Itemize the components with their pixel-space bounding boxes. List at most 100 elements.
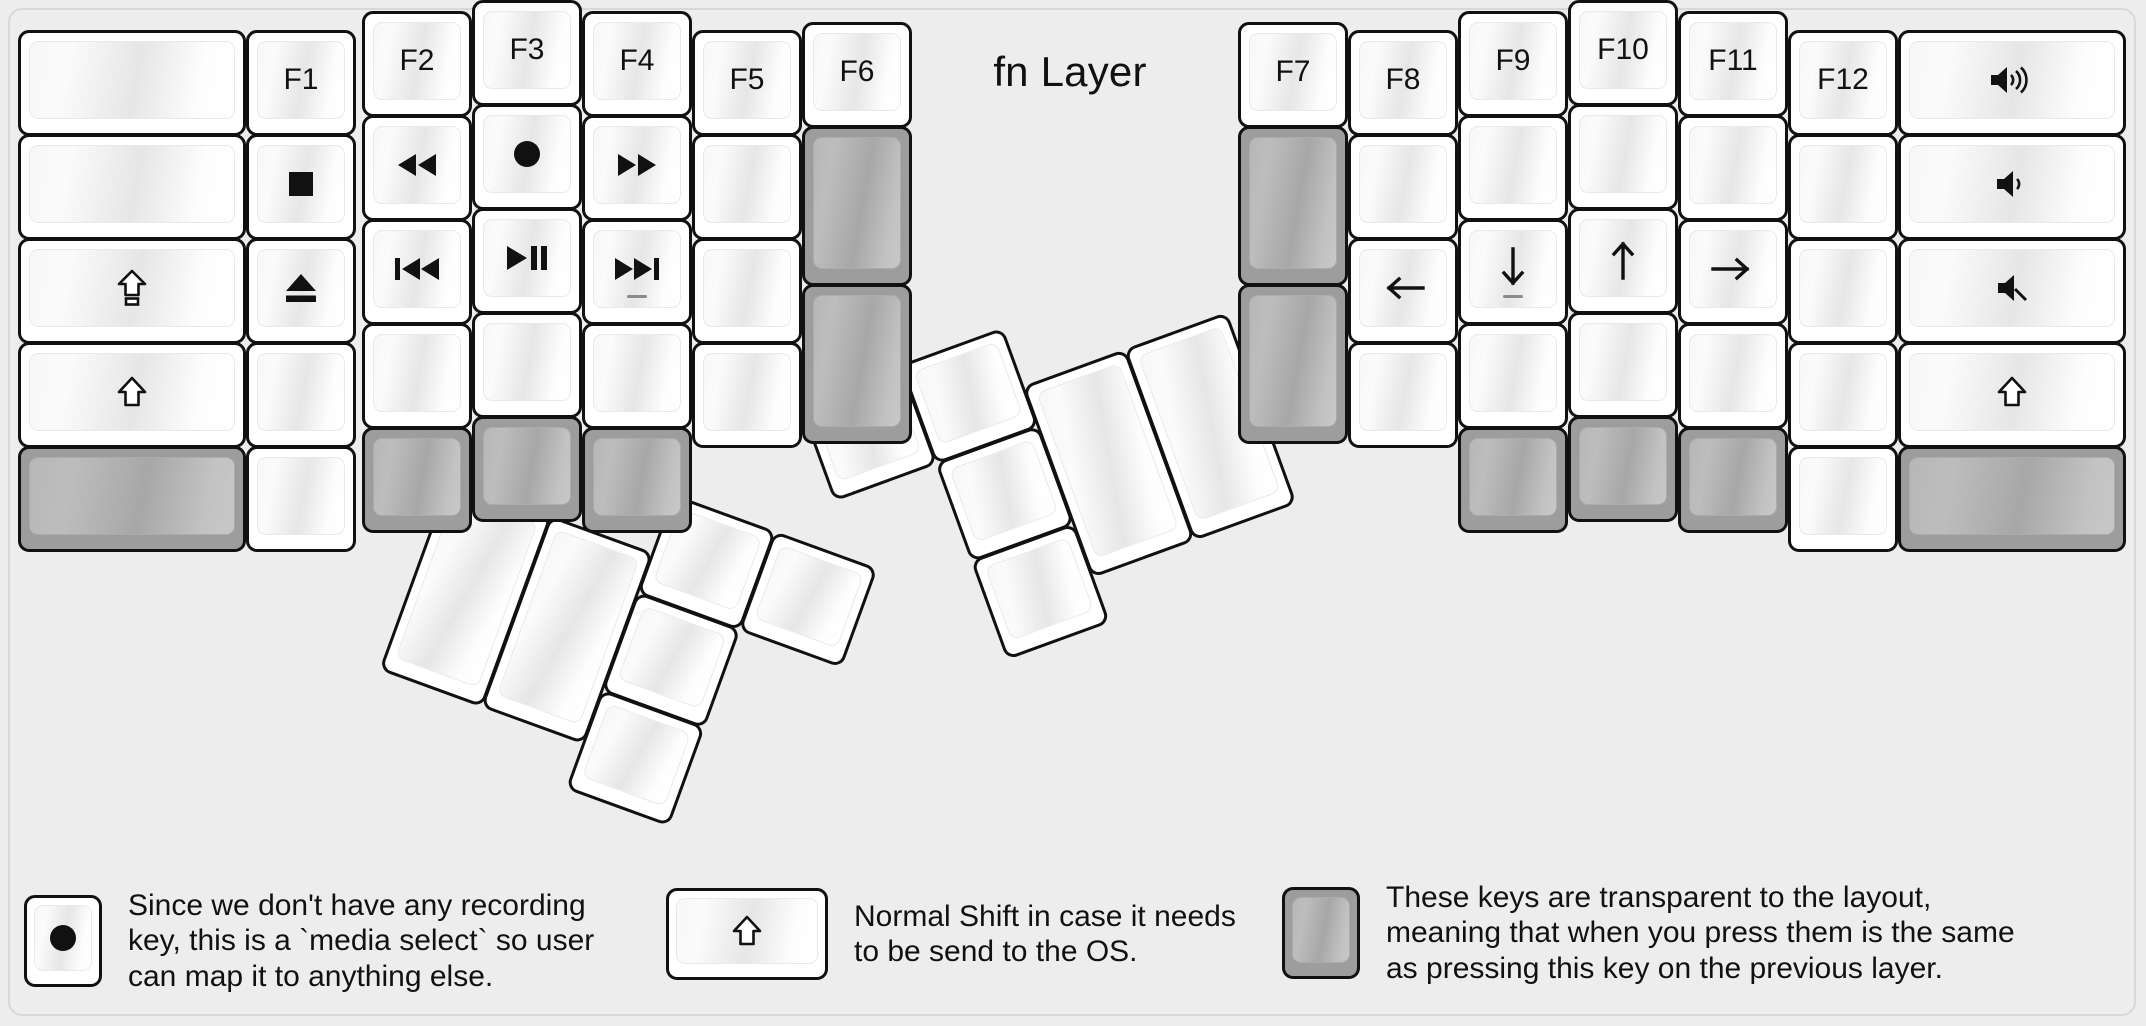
keycap-surface — [593, 126, 681, 204]
key-pinky-2[interactable] — [1788, 134, 1898, 240]
legend-text: Normal Shift in case it needs to be send… — [854, 899, 1236, 968]
key-inner-extra-3[interactable] — [1238, 284, 1348, 444]
key-pinky-1[interactable]: F1 — [246, 30, 356, 136]
keycap-surface — [1579, 427, 1667, 505]
key-index-inner-3[interactable] — [1348, 238, 1458, 344]
key-middle-2[interactable] — [1568, 104, 1678, 210]
key-pinky-outer-3[interactable] — [18, 238, 246, 344]
key-middle-1[interactable]: F3 — [472, 0, 582, 106]
keycap-surface — [257, 145, 345, 223]
key-inner-extra-1[interactable]: F6 — [802, 22, 912, 128]
key-index-inner-4[interactable] — [1348, 342, 1458, 448]
key-middle-3[interactable] — [472, 208, 582, 314]
keycap-surface — [373, 22, 461, 100]
key-pinky-5[interactable] — [1788, 446, 1898, 552]
key-inner-extra-1[interactable]: F7 — [1238, 22, 1348, 128]
key-pinky-outer-1[interactable] — [1898, 30, 2126, 136]
key-pinky-2[interactable] — [246, 134, 356, 240]
key-index-3[interactable] — [1458, 219, 1568, 325]
keycap-surface — [29, 353, 235, 431]
key-pinky-3[interactable] — [246, 238, 356, 344]
key-pinky-4[interactable] — [246, 342, 356, 448]
key-index-inner-1[interactable]: F5 — [692, 30, 802, 136]
key-index-2[interactable] — [582, 115, 692, 221]
keycap-surface — [1689, 334, 1777, 412]
key-index-inner-2[interactable] — [692, 134, 802, 240]
key-index-inner-1[interactable]: F8 — [1348, 30, 1458, 136]
keycap-surface — [593, 438, 681, 516]
keycap-surface — [813, 295, 901, 427]
key-ring-1[interactable]: F11 — [1678, 11, 1788, 117]
keycap-surface — [813, 33, 901, 111]
keycap-surface — [373, 438, 461, 516]
key-middle-5[interactable] — [472, 416, 582, 522]
keycap-surface — [29, 457, 235, 535]
keycap-label — [1241, 129, 1345, 283]
key-index-5[interactable] — [582, 427, 692, 533]
keycap-surface — [483, 219, 571, 297]
key-pinky-outer-2[interactable] — [1898, 134, 2126, 240]
keycap-label — [21, 33, 243, 133]
key-index-5[interactable] — [1458, 427, 1568, 533]
key-middle-1[interactable]: F10 — [1568, 0, 1678, 106]
key-ring-2[interactable] — [1678, 115, 1788, 221]
keycap-surface — [1579, 219, 1667, 297]
key-middle-4[interactable] — [472, 312, 582, 418]
key-ring-5[interactable] — [362, 427, 472, 533]
key-index-4[interactable] — [582, 323, 692, 429]
key-index-inner-4[interactable] — [692, 342, 802, 448]
key-middle-3[interactable] — [1568, 208, 1678, 314]
key-middle-4[interactable] — [1568, 312, 1678, 418]
key-pinky-3[interactable] — [1788, 238, 1898, 344]
key-ring-4[interactable] — [362, 323, 472, 429]
key-index-1[interactable]: F9 — [1458, 11, 1568, 117]
arrow-up-icon — [1571, 211, 1675, 311]
key-pinky-1[interactable]: F12 — [1788, 30, 1898, 136]
key-pinky-outer-4[interactable] — [1898, 342, 2126, 448]
key-pinky-outer-3[interactable] — [1898, 238, 2126, 344]
legend-text: Since we don't have any recording key, t… — [128, 889, 595, 993]
key-pinky-outer-1[interactable] — [18, 30, 246, 136]
key-inner-extra-2[interactable] — [1238, 126, 1348, 286]
key-index-inner-2[interactable] — [1348, 134, 1458, 240]
key-ring-2[interactable] — [362, 115, 472, 221]
keycap-surface — [1689, 438, 1777, 516]
keycap-surface — [1469, 22, 1557, 100]
keycap-surface — [1689, 22, 1777, 100]
key-index-2[interactable] — [1458, 115, 1568, 221]
keycap-label: F10 — [1597, 33, 1649, 66]
keycap-surface — [29, 41, 235, 119]
keycap-surface — [483, 11, 571, 89]
keycap-surface — [373, 334, 461, 412]
keycap-surface — [1909, 353, 2115, 431]
keycap-surface — [257, 249, 345, 327]
key-middle-5[interactable] — [1568, 416, 1678, 522]
key-ring-1[interactable]: F2 — [362, 11, 472, 117]
keycap-surface — [373, 126, 461, 204]
key-pinky-outer-4[interactable] — [18, 342, 246, 448]
key-index-3[interactable] — [582, 219, 692, 325]
key-ring-3[interactable] — [1678, 219, 1788, 325]
key-pinky-outer-5[interactable] — [1898, 446, 2126, 552]
fast-forward-icon — [585, 118, 689, 218]
keycap-label: F12 — [1817, 63, 1869, 96]
keycap-label — [1461, 430, 1565, 530]
key-pinky-outer-5[interactable] — [18, 446, 246, 552]
key-pinky-outer-2[interactable] — [18, 134, 246, 240]
key-inner-extra-3[interactable] — [802, 284, 912, 444]
key-ring-4[interactable] — [1678, 323, 1788, 429]
keycap-label — [475, 315, 579, 415]
key-index-1[interactable]: F4 — [582, 11, 692, 117]
keycap-label — [365, 430, 469, 530]
keycap-label — [1681, 118, 1785, 218]
key-index-inner-3[interactable] — [692, 238, 802, 344]
key-pinky-5[interactable] — [246, 446, 356, 552]
keycap-label — [695, 345, 799, 445]
arrow-right-icon — [1681, 222, 1785, 322]
key-middle-2[interactable] — [472, 104, 582, 210]
key-pinky-4[interactable] — [1788, 342, 1898, 448]
key-ring-3[interactable] — [362, 219, 472, 325]
key-inner-extra-2[interactable] — [802, 126, 912, 286]
key-ring-5[interactable] — [1678, 427, 1788, 533]
key-index-4[interactable] — [1458, 323, 1568, 429]
